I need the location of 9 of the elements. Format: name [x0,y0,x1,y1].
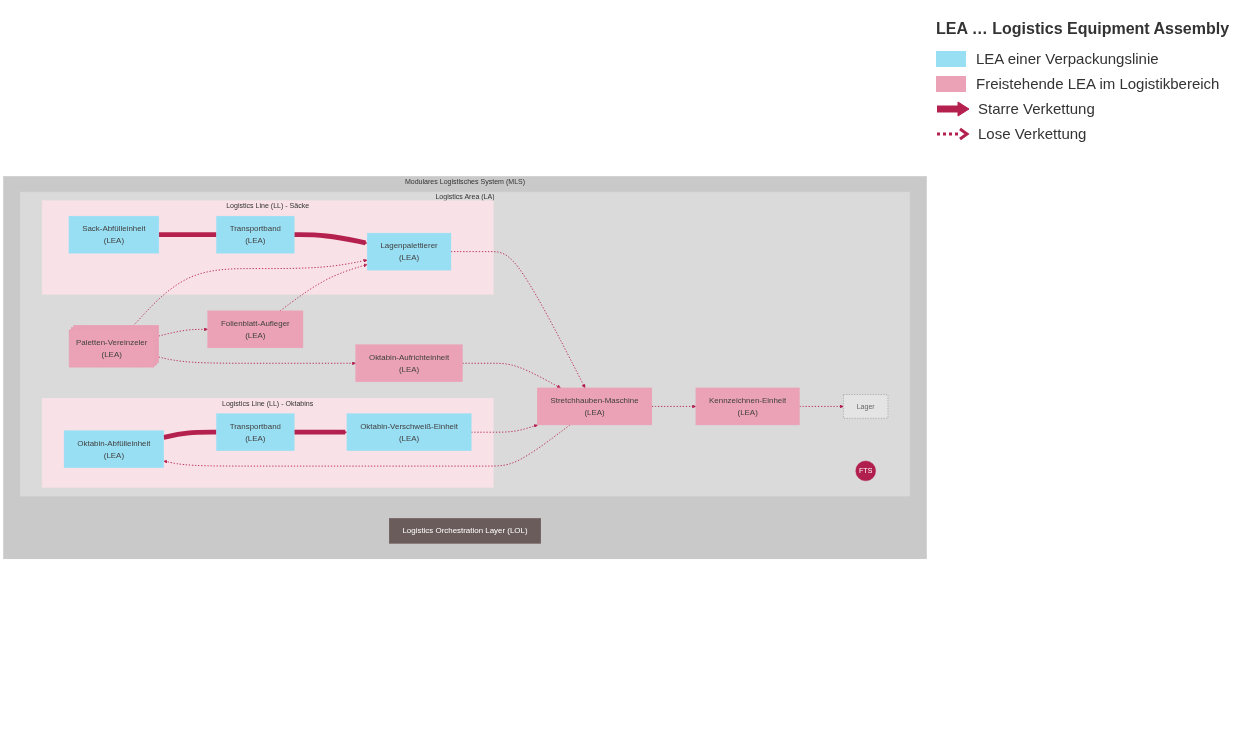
legend-heading: LEA … Logistics Equipment Assembly [936,20,1231,38]
connector [158,232,217,238]
arrow [294,232,368,246]
legend-text: Starre Verkettung [978,100,1095,117]
arrow [294,430,348,435]
connector [163,430,217,441]
legend-text: LEA einer Verpackungslinie [976,50,1159,67]
legend-text: Freistehende LEA im Logistikbereich [976,75,1220,92]
legend-text: Lose Verkettung [978,125,1087,142]
